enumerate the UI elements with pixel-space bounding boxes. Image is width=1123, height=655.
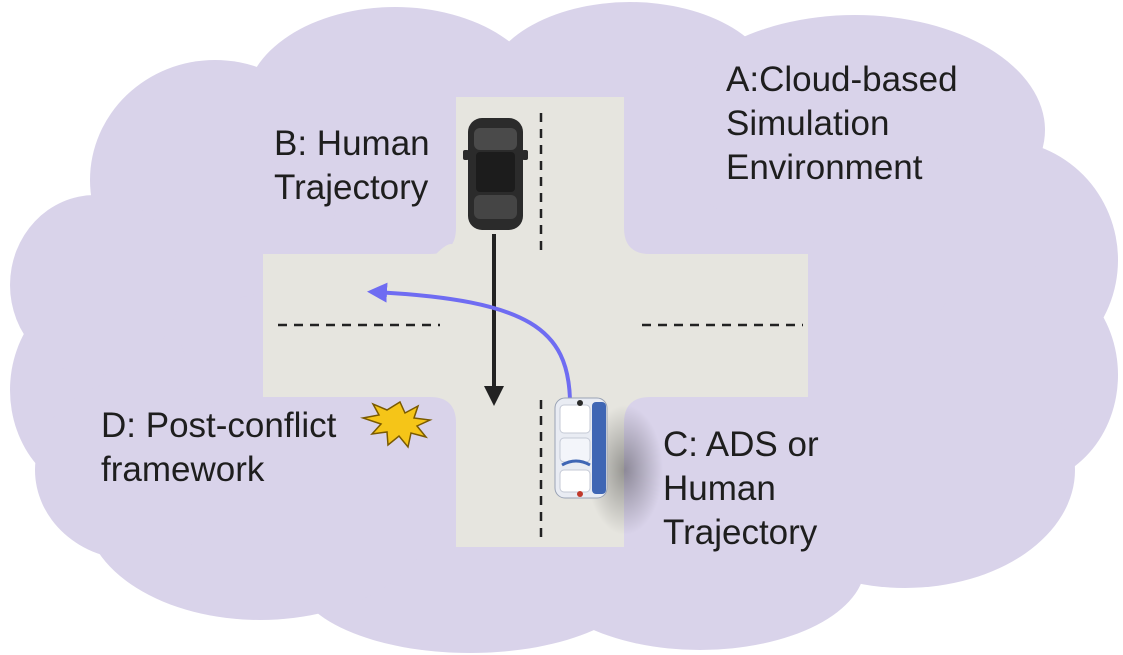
- label-line: Human: [663, 469, 776, 508]
- label-line: Environment: [726, 148, 923, 187]
- label-line: D: Post-conflict: [101, 406, 337, 445]
- autonomous-shuttle-icon: [554, 397, 608, 499]
- lane-markings: [278, 113, 803, 540]
- road-corners: [430, 228, 650, 423]
- label-line: B: Human: [274, 124, 430, 163]
- label-line: C: ADS or: [663, 425, 819, 464]
- collision-burst-icon: [360, 400, 433, 449]
- label-post-conflict-framework: D: Post-conflict framework: [101, 404, 336, 492]
- label-line: Trajectory: [663, 513, 818, 552]
- label-simulation-environment: A:Cloud-based Simulation Environment: [726, 58, 958, 190]
- ads-path-arrow: [367, 282, 572, 401]
- label-ads-trajectory: C: ADS or Human Trajectory: [663, 423, 819, 555]
- label-line: Trajectory: [274, 168, 429, 207]
- label-line: Simulation: [726, 104, 890, 143]
- label-line: framework: [101, 450, 265, 489]
- label-line: A:Cloud-based: [726, 60, 958, 99]
- label-human-trajectory: B: Human Trajectory: [274, 122, 430, 210]
- dark-sedan-icon: [463, 118, 528, 230]
